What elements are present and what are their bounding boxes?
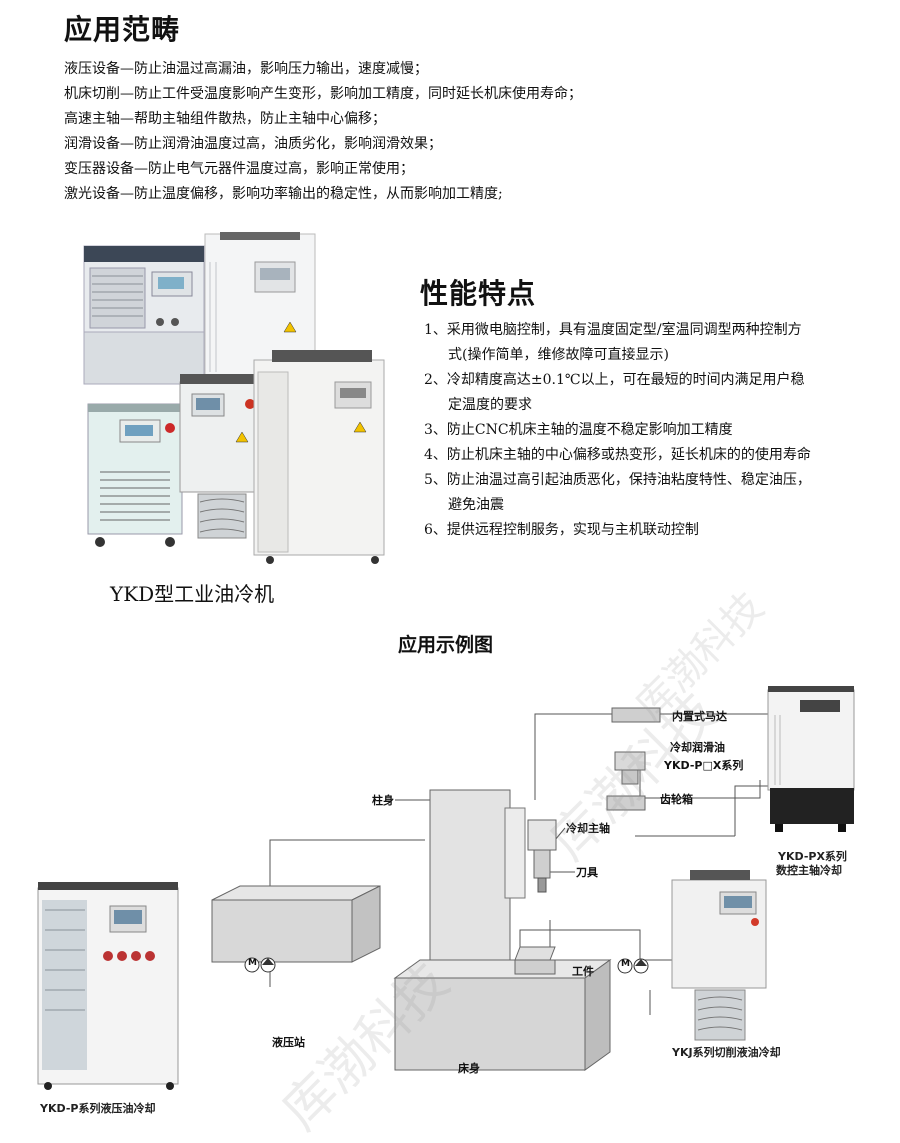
label-series: YKD-P□X系列 (664, 759, 744, 772)
features-title: 性能特点 (420, 277, 537, 310)
list-item: 机床切削—防止工件受温度影响产生变形，影响加工精度，同时延长机床使用寿命； (64, 86, 582, 102)
label-hydraulic: 液压站 (272, 1036, 305, 1049)
pump-icon: M (248, 958, 257, 968)
label-tool: 刀具 (576, 866, 598, 879)
applications-list: 液压设备—防止油温过高漏油，影响压力输出，速度减慢； 机床切削—防止工件受温度影… (64, 57, 582, 207)
list-item: 2、冷却精度高达±0.1℃以上，可在最短的时间内满足用户稳 (424, 372, 805, 388)
list-item: 定温度的要求 (448, 397, 532, 413)
caption-px-line2: 数控主轴冷却 (776, 864, 842, 877)
list-item: 高速主轴—帮助主轴组件散热，防止主轴中心偏移； (64, 111, 386, 127)
list-item: 液压设备—防止油温过高漏油，影响压力输出，速度减慢； (64, 61, 428, 77)
label-column: 柱身 (372, 794, 394, 807)
caption-p-series: YKD-P系列液压油冷却 (40, 1102, 156, 1115)
label-workpiece: 工件 (572, 965, 594, 978)
list-item: 变压器设备—防止电气元器件温度过高，影响正常使用； (64, 161, 414, 177)
product-caption: YKD型工业油冷机 (110, 582, 275, 606)
list-item: 4、防止机床主轴的中心偏移或热变形，延长机床的的使用寿命 (424, 447, 811, 463)
caption-ykj: YKJ系列切削液油冷却 (672, 1046, 781, 1059)
list-item: 1、采用微电脑控制，具有温度固定型/室温同调型两种控制方 (424, 322, 802, 338)
label-gearbox: 齿轮箱 (660, 793, 693, 806)
chiller-group-illustration (83, 232, 385, 564)
list-item: 润滑设备—防止润滑油温度过高，油质劣化，影响润滑效果； (64, 136, 442, 152)
pump-icon: M (621, 959, 630, 969)
application-diagram (37, 686, 855, 1090)
caption-px-line1: YKD-PX系列 (778, 850, 847, 863)
list-item: 避免油震 (448, 497, 504, 513)
label-cool-oil: 冷却润滑油 (670, 741, 725, 754)
product-image (80, 232, 400, 567)
list-item: 5、防止油温过高引起油质恶化，保持油粘度特性、稳定油压， (424, 472, 811, 488)
applications-title: 应用范畴 (64, 13, 181, 46)
label-spindle: 冷却主轴 (566, 822, 610, 835)
diagram-title: 应用示例图 (398, 634, 494, 656)
label-motor: 内置式马达 (672, 710, 727, 723)
features-list: 1、采用微电脑控制，具有温度固定型/室温同调型两种控制方 式(操作简单，维修故障… (424, 318, 811, 543)
list-item: 3、防止CNC机床主轴的温度不稳定影响加工精度 (424, 422, 733, 438)
list-item: 激光设备—防止温度偏移，影响功率输出的稳定性，从而影响加工精度; (64, 186, 503, 202)
list-item: 6、提供远程控制服务，实现与主机联动控制 (424, 522, 699, 538)
label-bed: 床身 (458, 1062, 480, 1075)
list-item: 式(操作简单，维修故障可直接显示) (448, 347, 669, 363)
